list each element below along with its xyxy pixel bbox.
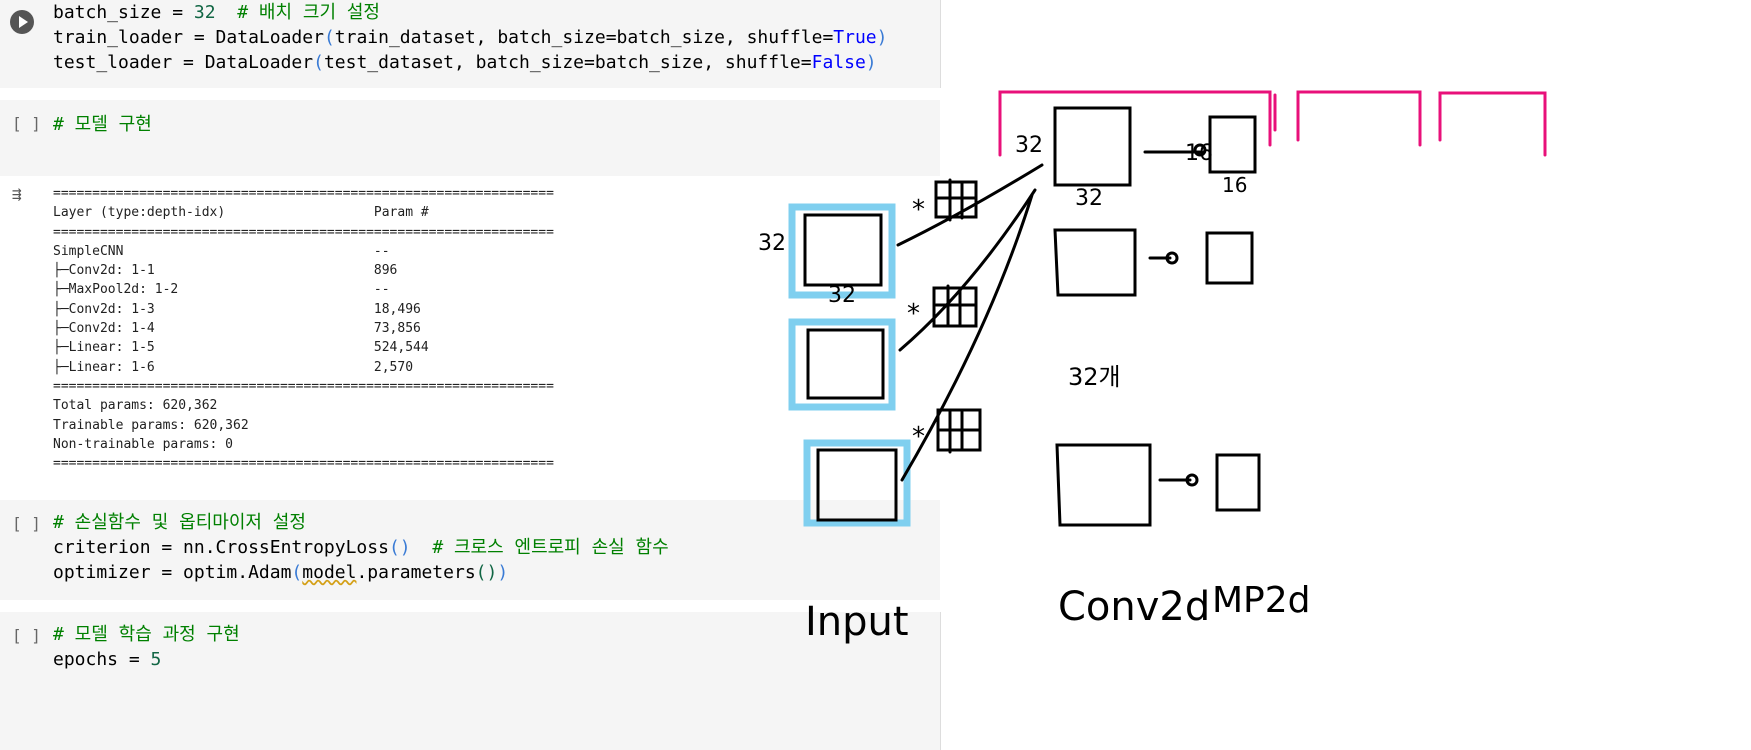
svg-text:Input: Input	[805, 599, 909, 645]
pink-brackets	[998, 90, 1547, 157]
code-editor[interactable]: # 손실함수 및 옵티마이저 설정 criterion = nn.CrossEn…	[53, 512, 669, 583]
code-comment[interactable]: # 모델 구현	[53, 114, 152, 135]
code-cell-model[interactable]: [ ] # 모델 구현	[0, 100, 940, 176]
svg-text:MP2d: MP2d	[1212, 580, 1311, 621]
run-cell-button[interactable]: [ ]	[12, 626, 41, 645]
handwritten-labels: Input Conv2d MP2d 32 32 32 32 16 16 32개 …	[758, 133, 1311, 645]
svg-text:Conv2d: Conv2d	[1058, 584, 1210, 630]
code-editor[interactable]: batch_size = 32 # 배치 크기 설정 train_loader …	[53, 2, 888, 73]
input-channel-boxes	[788, 203, 911, 527]
cell-divider	[940, 612, 941, 750]
sketch-lines	[803, 106, 1261, 527]
svg-text:32: 32	[1015, 133, 1043, 158]
run-cell-button[interactable]: [ ]	[12, 114, 41, 133]
svg-text:32: 32	[828, 283, 856, 308]
code-cell-dataloader[interactable]: batch_size = 32 # 배치 크기 설정 train_loader …	[0, 0, 940, 88]
output-collapse-icon[interactable]: ⇶	[12, 184, 22, 203]
code-cell-training[interactable]: [ ] # 모델 학습 과정 구현 epochs = 5	[0, 612, 940, 750]
svg-text:*: *	[912, 195, 925, 225]
svg-text:*: *	[907, 299, 920, 329]
svg-text:32: 32	[1075, 186, 1103, 211]
svg-text:32개: 32개	[1068, 363, 1121, 391]
svg-text:*: *	[912, 422, 925, 452]
code-cell-loss-optimizer[interactable]: [ ] # 손실함수 및 옵티마이저 설정 criterion = nn.Cro…	[0, 500, 940, 600]
model-summary-output: ========================================…	[53, 186, 554, 472]
svg-text:16: 16	[1185, 141, 1213, 166]
code-editor[interactable]: # 모델 학습 과정 구현 epochs = 5	[53, 624, 240, 670]
cell-divider	[940, 0, 941, 88]
play-circle-icon[interactable]	[10, 10, 34, 34]
svg-text:32: 32	[758, 231, 786, 256]
run-cell-button[interactable]: [ ]	[12, 514, 41, 533]
svg-text:16: 16	[1222, 173, 1247, 197]
